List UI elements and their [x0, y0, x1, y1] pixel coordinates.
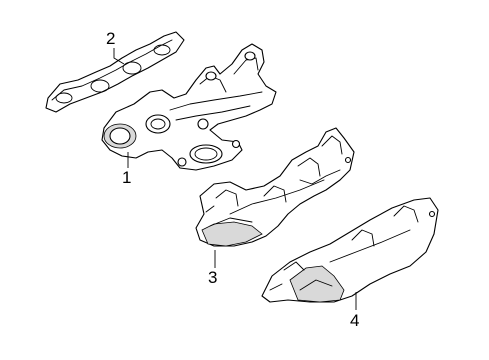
manifold-part-1[interactable]: [101, 43, 277, 171]
leader-2: [113, 48, 125, 65]
callout-3: 3: [208, 268, 218, 287]
heat-shield-part-4[interactable]: [261, 197, 439, 303]
callout-2: 2: [106, 29, 116, 48]
heat-shield-part-3[interactable]: [195, 127, 355, 247]
callout-1: 1: [122, 168, 132, 187]
callout-4: 4: [350, 311, 360, 330]
leader-lines: [113, 48, 357, 310]
gasket-part-2[interactable]: [45, 31, 185, 113]
